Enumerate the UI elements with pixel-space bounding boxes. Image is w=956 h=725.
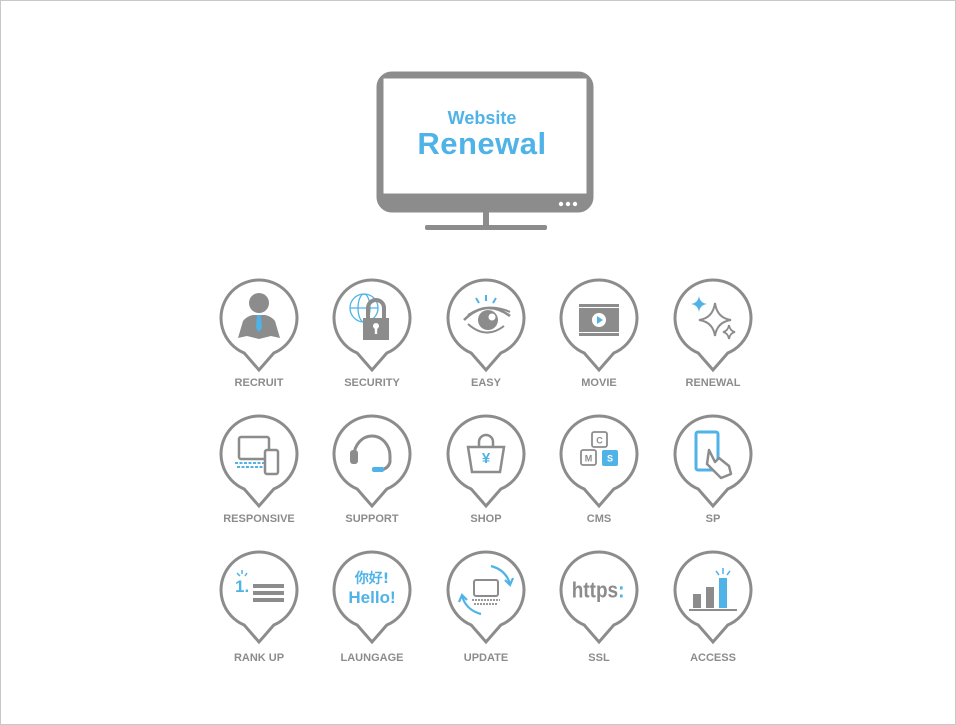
- movie-pin: [549, 273, 649, 373]
- hero-title-line1: Website: [447, 108, 517, 128]
- eye-icon: [446, 278, 526, 373]
- update-cycle-icon: [446, 550, 526, 645]
- smartphone-tap-icon: [673, 414, 753, 509]
- movie-label: MOVIE: [581, 377, 617, 389]
- rankup-pin: 1.: [209, 545, 309, 645]
- language-pin: 你好! Hello!: [322, 545, 422, 645]
- language-english-text: Hello!: [348, 588, 395, 607]
- yen-glyph: ¥: [482, 450, 491, 467]
- cms-letter-m: M: [585, 454, 593, 464]
- language-label: LAUNGAGE: [340, 652, 404, 664]
- access-label: ACCESS: [690, 652, 736, 664]
- sparkle-icon: [673, 278, 753, 373]
- security-label: SECURITY: [344, 377, 400, 389]
- responsive-pin: [209, 409, 309, 509]
- hero-title-line2: Renewal: [417, 126, 547, 161]
- monitor-illustration: [376, 71, 594, 230]
- recruit-pin: [209, 273, 309, 373]
- easy-pin: [436, 273, 536, 373]
- sp-pin: [663, 409, 763, 509]
- businessman-icon: [219, 278, 299, 373]
- https-icon: https:: [559, 550, 639, 645]
- rank-number: 1.: [235, 577, 249, 596]
- security-pin: [322, 273, 422, 373]
- rankup-label: RANK UP: [233, 652, 285, 664]
- update-label: UPDATE: [463, 652, 509, 664]
- ssl-pin: https:: [549, 545, 649, 645]
- headset-icon: [332, 414, 412, 509]
- https-text: https: [572, 578, 618, 603]
- shopping-bag-icon: ¥: [446, 414, 526, 509]
- ranking-icon: 1.: [219, 550, 299, 645]
- cms-letter-s: S: [607, 454, 613, 464]
- devices-icon: [219, 414, 299, 509]
- ssl-label: SSL: [588, 652, 610, 664]
- support-label: SUPPORT: [345, 513, 399, 525]
- renewal-label: RENEWAL: [685, 377, 741, 389]
- language-icon: 你好! Hello!: [332, 550, 412, 645]
- cms-label: CMS: [586, 513, 612, 525]
- video-film-icon: [559, 278, 639, 373]
- shop-pin: ¥: [436, 409, 536, 509]
- language-chinese-text: 你好!: [354, 570, 389, 587]
- https-colon: :: [618, 578, 624, 603]
- shop-label: SHOP: [470, 513, 502, 525]
- globe-lock-icon: [332, 278, 412, 373]
- cms-letter-c: C: [596, 436, 603, 446]
- renewal-pin: [663, 273, 763, 373]
- sp-label: SP: [705, 513, 721, 525]
- easy-label: EASY: [471, 377, 501, 389]
- responsive-label: RESPONSIVE: [223, 513, 295, 525]
- cms-pin: C M S: [549, 409, 649, 509]
- update-pin: [436, 545, 536, 645]
- access-pin: [663, 545, 763, 645]
- cms-blocks-icon: C M S: [559, 414, 639, 509]
- svg-text:https:: https:: [572, 578, 625, 603]
- recruit-label: RECRUIT: [234, 377, 284, 389]
- support-pin: [322, 409, 422, 509]
- bar-chart-icon: [673, 550, 753, 645]
